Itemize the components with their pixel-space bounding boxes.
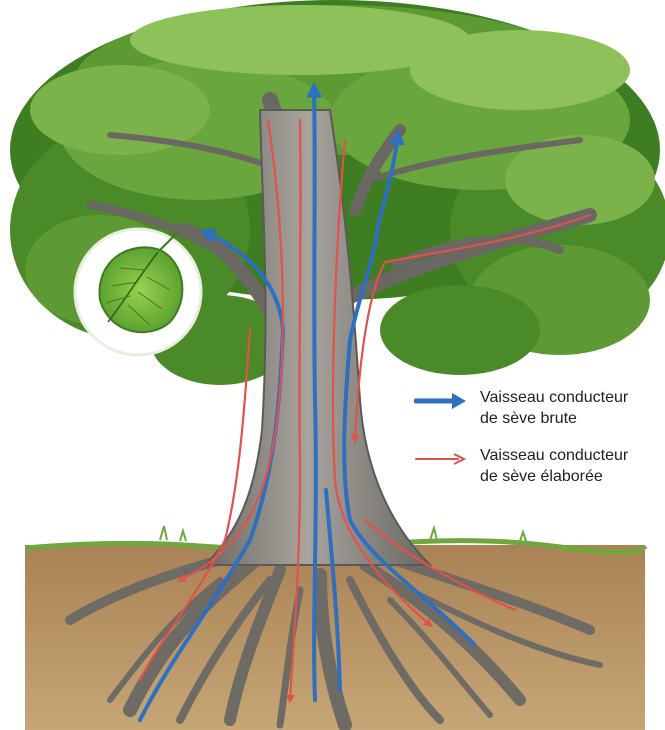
red-arrow-icon [414,449,468,469]
legend-item-raw-sap: Vaisseau conducteur de sève brute [414,387,654,439]
blue-arrow-icon [414,391,468,411]
legend-processed-line2: de sève élaborée [480,466,658,487]
legend: Vaisseau conducteur de sève brute Vaisse… [414,387,654,497]
leaf-inset [75,229,201,355]
legend-raw-line2: de sève brute [480,408,658,429]
legend-label-processed-sap: Vaisseau conducteur de sève élaborée [480,445,658,487]
legend-processed-line1: Vaisseau conducteur [480,445,658,466]
legend-raw-line1: Vaisseau conducteur [480,387,658,408]
legend-item-processed-sap: Vaisseau conducteur de sève élaborée [414,445,654,497]
legend-label-raw-sap: Vaisseau conducteur de sève brute [480,387,658,429]
